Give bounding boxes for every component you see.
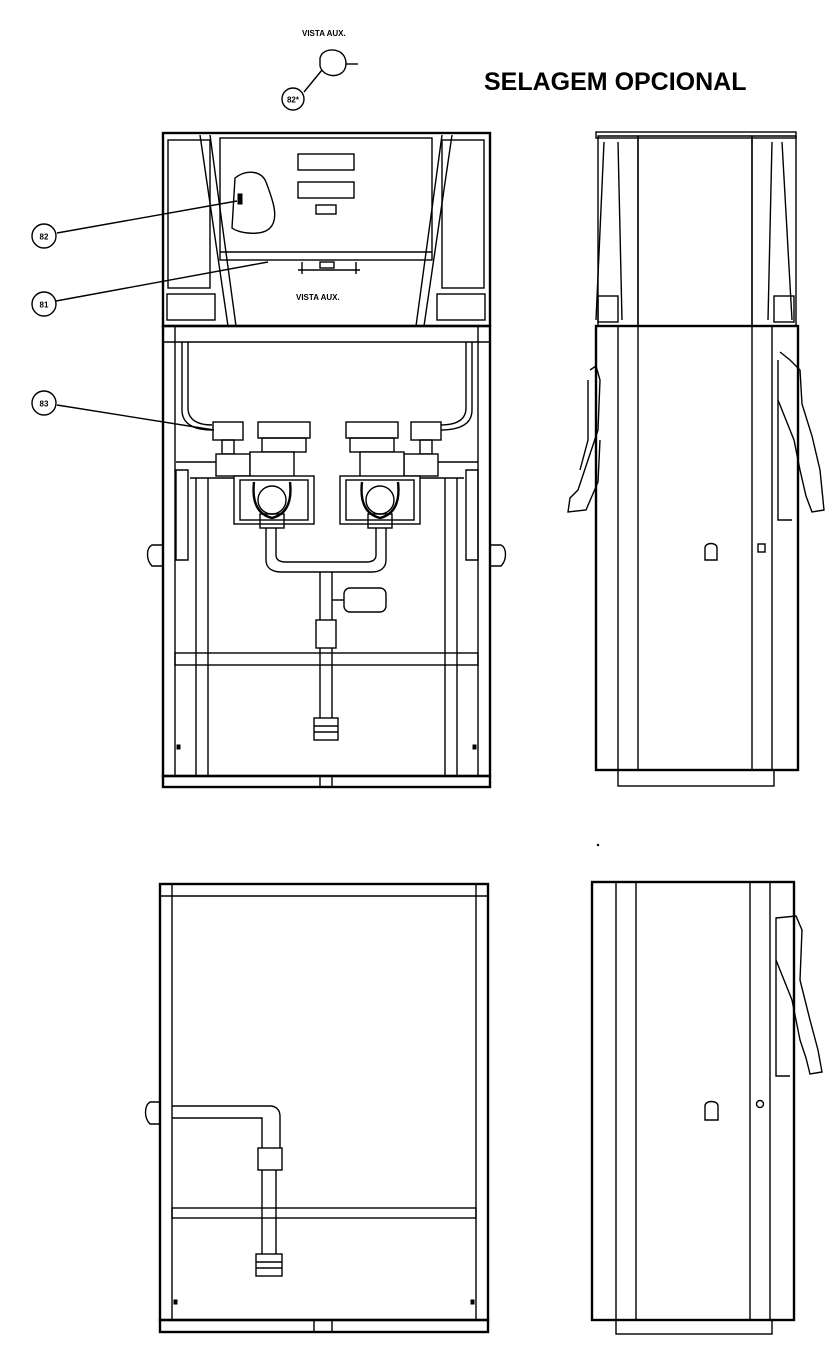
svg-text:83: 83 (40, 400, 49, 409)
vista-aux-top-label: VISTA AUX. (302, 29, 346, 38)
svg-text:81: 81 (40, 301, 49, 310)
callout-83: 83 (31, 390, 57, 416)
display-panel (219, 137, 433, 261)
door-handle (704, 542, 718, 561)
side-bottom-outline (590, 880, 796, 1322)
price-display (297, 153, 355, 171)
svg-text:82*: 82* (287, 96, 300, 105)
callout-81: 81 (31, 291, 57, 317)
volume-display (297, 181, 355, 199)
rear-view-bottom (144, 882, 490, 1334)
svg-text:82: 82 (40, 233, 49, 242)
vista-aux-head-label: VISTA AUX. (296, 293, 340, 302)
seal-point (237, 193, 243, 205)
solenoid-right (410, 421, 442, 441)
rear-body-outline (158, 882, 490, 1322)
drawing-title: SELAGEM OPCIONAL (484, 68, 747, 96)
nozzle-bottom (775, 915, 823, 1075)
crossbar (174, 652, 479, 666)
side-view-bottom (590, 880, 823, 1335)
seal-cutout (231, 171, 276, 234)
seal-view-shape (319, 49, 347, 77)
callout-82-star: 82* (281, 87, 305, 111)
door-handle-bottom (704, 1100, 719, 1121)
pipe-union (313, 717, 339, 741)
pulser-right (345, 421, 399, 439)
front-view: VISTA AUX. (31, 131, 507, 789)
body-frame (161, 324, 492, 778)
callout-82: 82 (31, 223, 57, 249)
leader-line (303, 69, 323, 93)
meter-left (233, 451, 315, 529)
solenoid-left (212, 421, 244, 441)
side-view-top (567, 131, 825, 787)
auxiliary-view-top: VISTA AUX. 82* (281, 29, 358, 111)
rear-pipe-union (255, 1253, 283, 1277)
nozzle-right (777, 351, 825, 513)
nozzle-left (567, 364, 601, 513)
filter-unit (343, 587, 387, 613)
pulser-left (257, 421, 311, 439)
meter-right (339, 451, 421, 529)
base-plate (161, 774, 492, 789)
side-body-outline (594, 324, 800, 772)
